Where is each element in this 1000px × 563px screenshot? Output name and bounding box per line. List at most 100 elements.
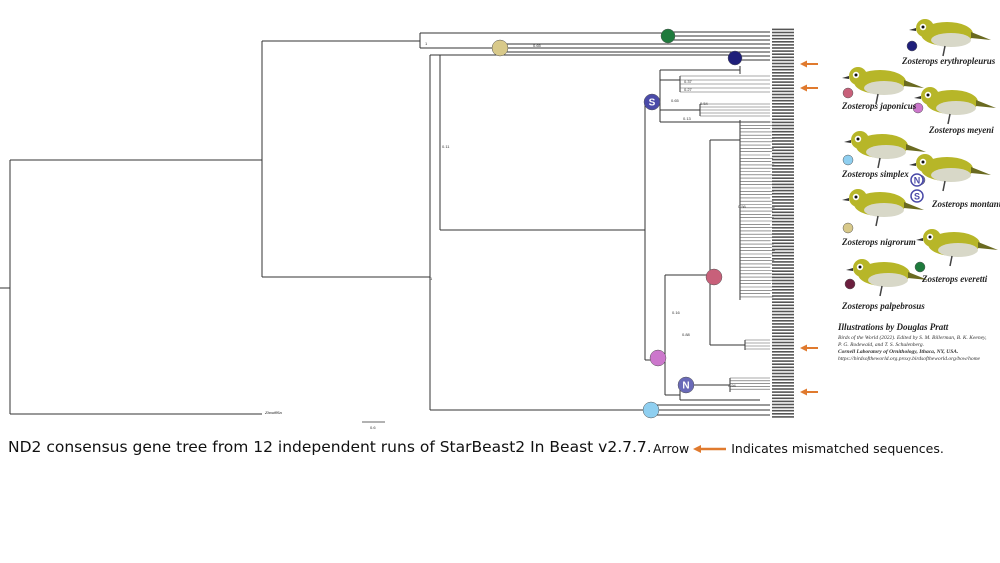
tip-label (772, 28, 794, 31)
bird-beak (842, 76, 849, 79)
dot-circle (842, 154, 854, 166)
tip-label (772, 279, 794, 282)
bird-beak (909, 163, 916, 166)
label-everetti: Zosterops everetti (922, 274, 988, 284)
tip-label (772, 177, 794, 179)
tip-label (772, 276, 794, 279)
tip-label (772, 121, 794, 124)
tip-label (772, 180, 794, 183)
tip-label (772, 56, 794, 59)
support-value: 1 (430, 276, 433, 281)
tip-label (772, 112, 794, 114)
label-simplex: Zosterops simplex (842, 169, 909, 179)
tip-label (772, 372, 794, 375)
bird-eye (854, 195, 858, 199)
tip-label (772, 332, 794, 334)
support-value: 0.65 (533, 43, 542, 48)
tip-label (772, 34, 794, 37)
bird-tail (904, 202, 924, 210)
bird-beak (914, 96, 921, 99)
tip-label (772, 391, 794, 393)
tree-tips (772, 28, 794, 418)
bird-illustration-erythropleurus (909, 19, 991, 57)
tip-label (772, 155, 794, 158)
tree-branches (0, 31, 775, 416)
bird-tail (908, 272, 928, 280)
tip-label (772, 261, 794, 263)
tip-label (772, 307, 794, 310)
tip-label (772, 208, 794, 210)
support-value: 0.27 (684, 87, 693, 92)
scale-label: 0.6 (370, 425, 376, 430)
tip-label (772, 416, 794, 418)
tip-label (772, 369, 794, 372)
bird-belly (938, 243, 978, 257)
tip-label (772, 196, 794, 198)
tip-label (772, 258, 794, 260)
bird-belly (931, 168, 971, 182)
dot-circle (906, 40, 918, 52)
tip-label (772, 87, 794, 90)
tip-label (772, 205, 794, 207)
credit-title: Illustrations by Douglas Pratt (838, 322, 949, 332)
tip-label (772, 217, 794, 220)
bird-leg (942, 180, 946, 192)
tip-label (772, 326, 794, 328)
bird-leg (942, 45, 946, 57)
tip-label (772, 78, 794, 80)
tip-label (772, 134, 794, 136)
arrow-head (800, 344, 807, 352)
tip-label (772, 282, 794, 285)
clade-marker-meyeni (649, 349, 667, 367)
marker-letter: S (649, 98, 656, 109)
label-nigrorum: Zosterops nigrorum (842, 237, 916, 247)
arrow-head (800, 388, 807, 396)
tip-label (772, 59, 794, 62)
tip-label (772, 245, 794, 248)
dot-circle (914, 261, 926, 273)
tip-label (772, 382, 794, 384)
mismatch-arrow-icon (800, 388, 818, 396)
label-erythropleurus: Zosterops erythropleurus (902, 56, 996, 66)
arrow-head (800, 60, 807, 68)
bird-illustration-palpebrosus (846, 259, 928, 297)
credit-line-2: P. G. Rodewald, and T. S. Schulenberg. (838, 342, 925, 348)
tip-label (772, 335, 794, 338)
tip-label (772, 211, 794, 214)
bird-illustration-japonicus (842, 67, 924, 105)
tip-label (772, 388, 794, 390)
tip-label (772, 375, 794, 378)
bird-beak (909, 28, 916, 31)
marker-circle (643, 93, 661, 111)
tip-label (772, 127, 794, 130)
marker-circle (705, 268, 723, 286)
tip-label (772, 304, 794, 307)
clade-marker-japonicus (705, 268, 723, 286)
tip-label (772, 366, 794, 369)
bird-beak (846, 268, 853, 271)
tip-label (772, 385, 794, 387)
legend-label-after: Indicates mismatched sequences. (731, 441, 944, 456)
tip-label (772, 53, 794, 55)
tip-label (772, 344, 794, 347)
tip-label (772, 409, 794, 412)
clade-marker-everetti (660, 28, 676, 44)
bird-leg (875, 93, 879, 105)
tip-label (772, 168, 794, 170)
label-montanus: Zosterops montanus (932, 199, 1000, 209)
tip-label (772, 406, 794, 409)
figure-caption: ND2 consensus gene tree from 12 independ… (8, 438, 652, 456)
marker-letter: N (682, 381, 689, 392)
clade-marker-montanus-s: S (643, 93, 661, 111)
support-value: 0.56 (738, 204, 747, 209)
tip-label (772, 320, 794, 322)
tip-label (772, 149, 794, 152)
tip-label (772, 96, 794, 99)
orange-left-arrow-icon (693, 444, 727, 453)
mismatch-arrows (800, 60, 818, 396)
marker-circle (660, 28, 676, 44)
bird-eye (858, 265, 862, 269)
tip-label (772, 90, 794, 93)
credit-line-4: https://birdsoftheworld.org.proxy.birdso… (838, 356, 980, 362)
